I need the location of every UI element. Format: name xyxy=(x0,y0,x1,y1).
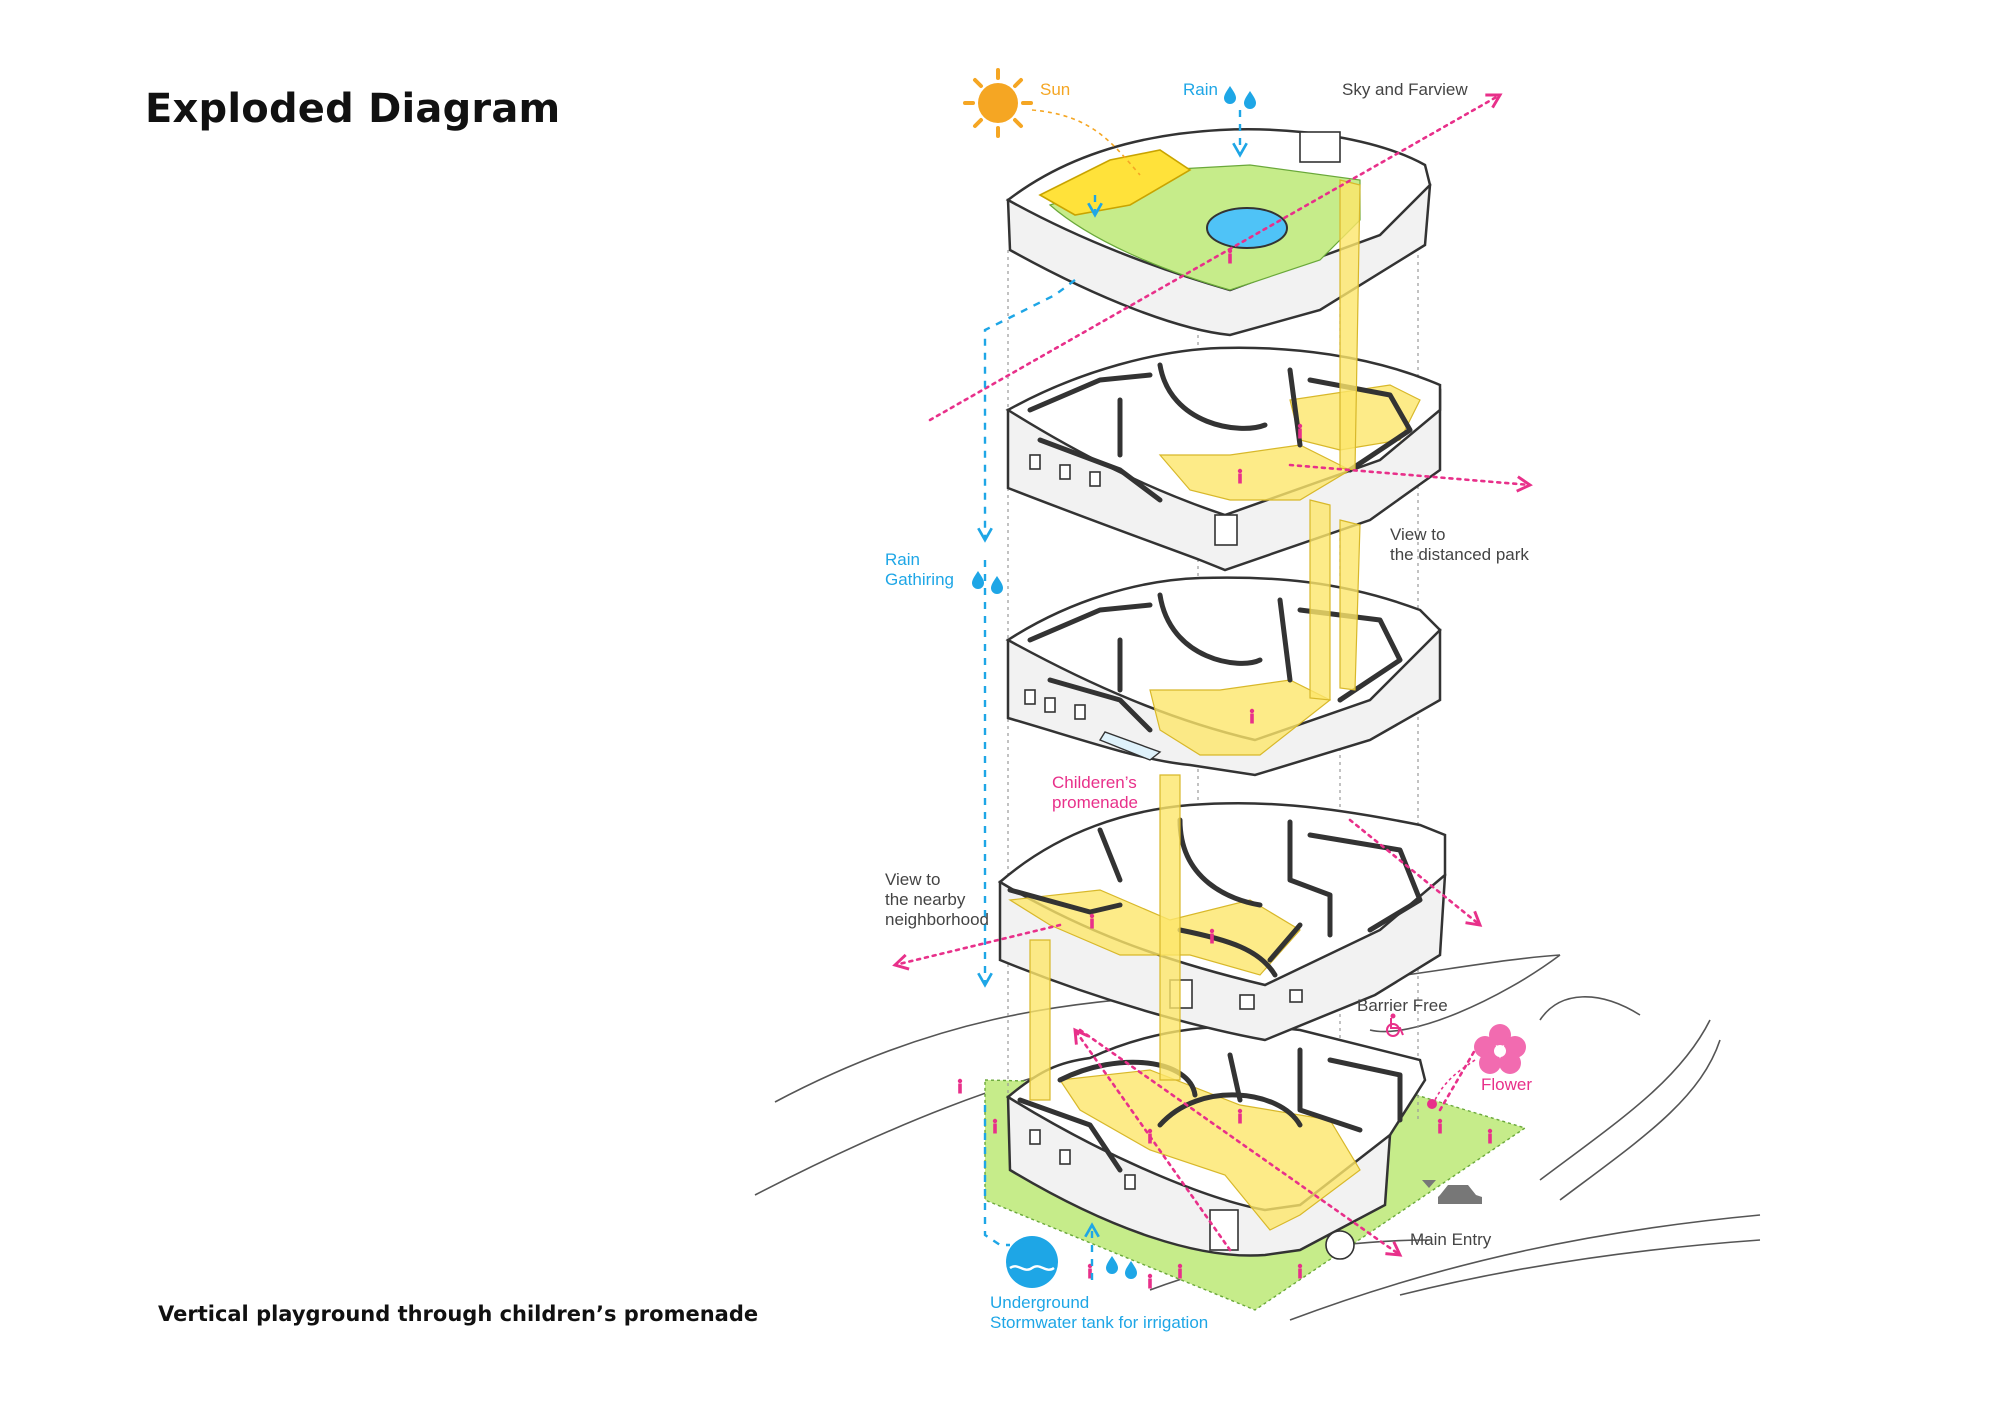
roof-pool xyxy=(1206,207,1288,249)
label-barrier: Barrier Free xyxy=(1357,996,1448,1015)
label-rain-gather-2: Gathiring xyxy=(885,570,954,589)
level-2 xyxy=(997,801,1447,1042)
label-park-2: the distanced park xyxy=(1390,545,1529,564)
sun-icon xyxy=(963,68,1141,176)
label-neighborhood-3: neighborhood xyxy=(885,910,989,929)
page-title: Exploded Diagram xyxy=(145,86,561,132)
label-neighborhood-1: View to xyxy=(885,870,940,889)
label-promenade-2: promenade xyxy=(1052,793,1138,812)
labels: Sun Rain Sky and Farview View to the dis… xyxy=(885,80,1532,1332)
label-rain-gather-1: Rain xyxy=(885,550,920,569)
car-icon xyxy=(1422,1180,1482,1204)
page-caption: Vertical playground through children’s p… xyxy=(158,1302,759,1326)
solar-panels xyxy=(1038,149,1192,216)
roof-level xyxy=(1005,128,1432,1101)
water-tank-icon xyxy=(1006,1236,1058,1288)
label-sky: Sky and Farview xyxy=(1342,80,1468,99)
wheelchair-icon xyxy=(1386,1013,1404,1037)
label-rain: Rain xyxy=(1183,80,1218,99)
raindrops-icon xyxy=(1224,86,1256,109)
raindrops-icon xyxy=(972,571,1003,594)
level-4 xyxy=(1005,346,1442,572)
label-tank-2: Stormwater tank for irrigation xyxy=(990,1313,1208,1332)
rain-arrows xyxy=(977,110,1248,1280)
view-arrows xyxy=(892,93,1533,1257)
label-entry: Main Entry xyxy=(1410,1230,1492,1249)
label-promenade-1: Childeren’s xyxy=(1052,773,1137,792)
level-3 xyxy=(1005,576,1442,777)
label-flower: Flower xyxy=(1481,1075,1532,1094)
label-neighborhood-2: the nearby xyxy=(885,890,966,909)
label-sun: Sun xyxy=(1040,80,1070,99)
label-park-1: View to xyxy=(1390,525,1445,544)
flower-icon xyxy=(1427,1024,1526,1109)
label-tank-1: Underground xyxy=(990,1293,1089,1312)
